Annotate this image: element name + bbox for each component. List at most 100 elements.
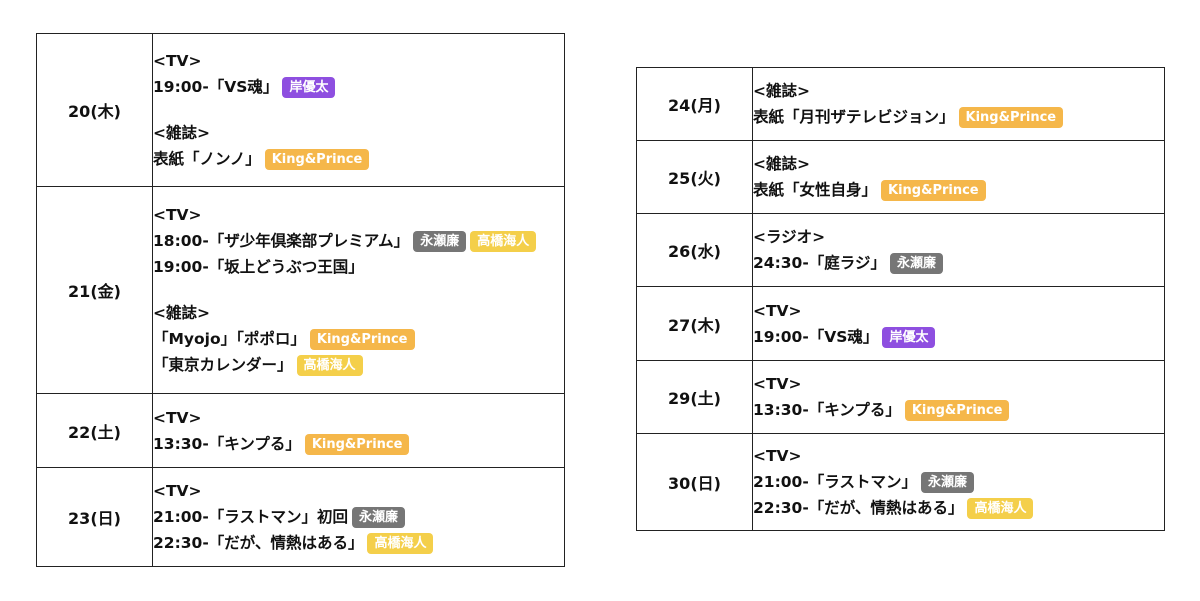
schedule-row: 29(土)<TV> 13:30-「キンプる」King&Prince xyxy=(636,360,1165,434)
member-badge-king-prince: King&Prince xyxy=(958,107,1064,128)
program-text: <雑誌> xyxy=(753,155,810,173)
member-badge-takahashi-kaito: 高橋海人 xyxy=(470,231,537,252)
member-badge-kishi-yuta: 岸優太 xyxy=(882,326,936,348)
program-line: <TV> xyxy=(753,443,1164,469)
program-line: <TV> xyxy=(753,371,1164,397)
program-text: 13:30-「キンプる」 xyxy=(753,401,901,419)
schedule-row: 27(木)<TV> 19:00-「VS魂」岸優太 xyxy=(636,286,1165,361)
member-badge-king-prince: King&Prince xyxy=(309,329,415,350)
date-cell: 25(火) xyxy=(636,140,753,214)
program-text: 19:00-「坂上どうぶつ王国」 xyxy=(153,258,364,276)
program-cell: <雑誌> 表紙「女性自身」King&Prince xyxy=(752,140,1165,214)
date-cell: 26(水) xyxy=(636,213,753,287)
program-line: 18:00-「ザ少年倶楽部プレミアム」永瀬廉高橋海人 xyxy=(153,228,564,254)
program-line: <TV> xyxy=(153,478,564,504)
program-cell: <TV> 19:00-「VS魂」岸優太 <雑誌> 表紙「ノンノ」King&Prince xyxy=(152,33,565,187)
date-cell: 20(木) xyxy=(36,33,153,187)
schedule-row: 25(火)<雑誌> 表紙「女性自身」King&Prince xyxy=(636,140,1165,214)
program-text: 表紙「女性自身」 xyxy=(753,181,878,199)
member-badge-takahashi-kaito: 高橋海人 xyxy=(967,498,1034,519)
program-line: <ラジオ> xyxy=(753,224,1164,250)
program-text: <TV> xyxy=(753,375,802,393)
program-line: 22:30-「だが、情熱はある」高橋海人 xyxy=(753,495,1164,521)
date-cell: 23(日) xyxy=(36,467,153,567)
program-text: 「東京カレンダー」 xyxy=(153,356,293,374)
program-line: 「Myojo」「ポポロ」King&Prince xyxy=(153,326,564,352)
program-line: 21:00-「ラストマン」初回永瀬廉 xyxy=(153,504,564,530)
schedule-row: 26(水)<ラジオ> 24:30-「庭ラジ」永瀬廉 xyxy=(636,213,1165,287)
schedule-row: 24(月)<雑誌> 表紙「月刊ザテレビジョン」King&Prince xyxy=(636,67,1165,141)
date-cell: 29(土) xyxy=(636,360,753,434)
program-line: <雑誌> xyxy=(153,300,564,326)
program-text: 19:00-「VS魂」 xyxy=(153,78,279,96)
program-text: <TV> xyxy=(153,52,202,70)
program-text: 21:00-「ラストマン」初回 xyxy=(153,508,348,526)
spacer xyxy=(153,100,564,120)
program-line: 13:30-「キンプる」King&Prince xyxy=(753,397,1164,423)
date-cell: 24(月) xyxy=(636,67,753,141)
program-text: <雑誌> xyxy=(153,304,210,322)
program-cell: <ラジオ> 24:30-「庭ラジ」永瀬廉 xyxy=(752,213,1165,287)
program-line: 表紙「月刊ザテレビジョン」King&Prince xyxy=(753,104,1164,130)
program-line: <TV> xyxy=(153,202,564,228)
program-text: 「Myojo」「ポポロ」 xyxy=(153,330,306,348)
program-line: <TV> xyxy=(753,298,1164,324)
program-cell: <TV> 13:30-「キンプる」King&Prince xyxy=(152,393,565,468)
program-text: 13:30-「キンプる」 xyxy=(153,434,301,453)
program-line: 表紙「ノンノ」King&Prince xyxy=(153,146,564,172)
program-line: 21:00-「ラストマン」永瀬廉 xyxy=(753,469,1164,495)
program-cell: <雑誌> 表紙「月刊ザテレビジョン」King&Prince xyxy=(752,67,1165,141)
member-badge-nagase-ren: 永瀬廉 xyxy=(889,253,943,274)
member-badge-nagase-ren: 永瀬廉 xyxy=(413,231,467,252)
program-line: 13:30-「キンプる」King&Prince xyxy=(153,431,564,457)
program-text: 表紙「ノンノ」 xyxy=(153,150,261,168)
program-line: <雑誌> xyxy=(153,120,564,146)
schedule-row: 20(木)<TV> 19:00-「VS魂」岸優太 <雑誌> 表紙「ノンノ」King&P… xyxy=(36,33,565,187)
program-line: 表紙「女性自身」King&Prince xyxy=(753,177,1164,203)
program-text: 24:30-「庭ラジ」 xyxy=(753,254,886,272)
program-line: <TV> xyxy=(153,48,564,74)
program-text: <雑誌> xyxy=(153,124,210,142)
program-text: 21:00-「ラストマン」 xyxy=(753,473,917,491)
program-line: 19:00-「坂上どうぶつ王国」 xyxy=(153,254,564,280)
program-text: <TV> xyxy=(753,301,802,320)
program-cell: <TV> 19:00-「VS魂」岸優太 xyxy=(752,286,1165,361)
member-badge-nagase-ren: 永瀬廉 xyxy=(351,507,405,528)
program-text: <TV> xyxy=(153,408,202,427)
schedule-row: 22(土)<TV> 13:30-「キンプる」King&Prince xyxy=(36,393,565,468)
program-text: 22:30-「だが、情熱はある」 xyxy=(753,499,964,517)
member-badge-takahashi-kaito: 高橋海人 xyxy=(367,533,434,554)
member-badge-king-prince: King&Prince xyxy=(264,149,370,170)
program-line: <雑誌> xyxy=(753,78,1164,104)
program-text: <雑誌> xyxy=(753,82,810,100)
program-line: 22:30-「だが、情熱はある」高橋海人 xyxy=(153,530,564,556)
spacer xyxy=(153,280,564,300)
program-text: 18:00-「ザ少年倶楽部プレミアム」 xyxy=(153,232,410,250)
program-text: <TV> xyxy=(753,447,802,465)
member-badge-takahashi-kaito: 高橋海人 xyxy=(296,355,363,376)
member-badge-king-prince: King&Prince xyxy=(881,180,986,201)
program-text: <TV> xyxy=(153,482,202,500)
program-text: <ラジオ> xyxy=(753,228,826,246)
member-badge-kishi-yuta: 岸優太 xyxy=(282,77,336,98)
program-line: 24:30-「庭ラジ」永瀬廉 xyxy=(753,250,1164,276)
schedule-table-left: 20(木)<TV>19:00-「VS魂」岸優太<雑誌>表紙「ノンノ」King&P… xyxy=(36,33,565,567)
program-text: 表紙「月刊ザテレビジョン」 xyxy=(753,108,955,126)
program-line: 「東京カレンダー」高橋海人 xyxy=(153,352,564,378)
date-cell: 21(金) xyxy=(36,186,153,394)
program-line: <TV> xyxy=(153,405,564,431)
program-line: <雑誌> xyxy=(753,151,1164,177)
member-badge-king-prince: King&Prince xyxy=(304,433,410,455)
program-text: <TV> xyxy=(153,206,202,224)
date-cell: 30(日) xyxy=(636,433,753,531)
program-cell: <TV> 13:30-「キンプる」King&Prince xyxy=(752,360,1165,434)
date-cell: 22(土) xyxy=(36,393,153,468)
program-line: 19:00-「VS魂」岸優太 xyxy=(753,324,1164,350)
member-badge-king-prince: King&Prince xyxy=(904,400,1010,421)
date-cell: 27(木) xyxy=(636,286,753,361)
